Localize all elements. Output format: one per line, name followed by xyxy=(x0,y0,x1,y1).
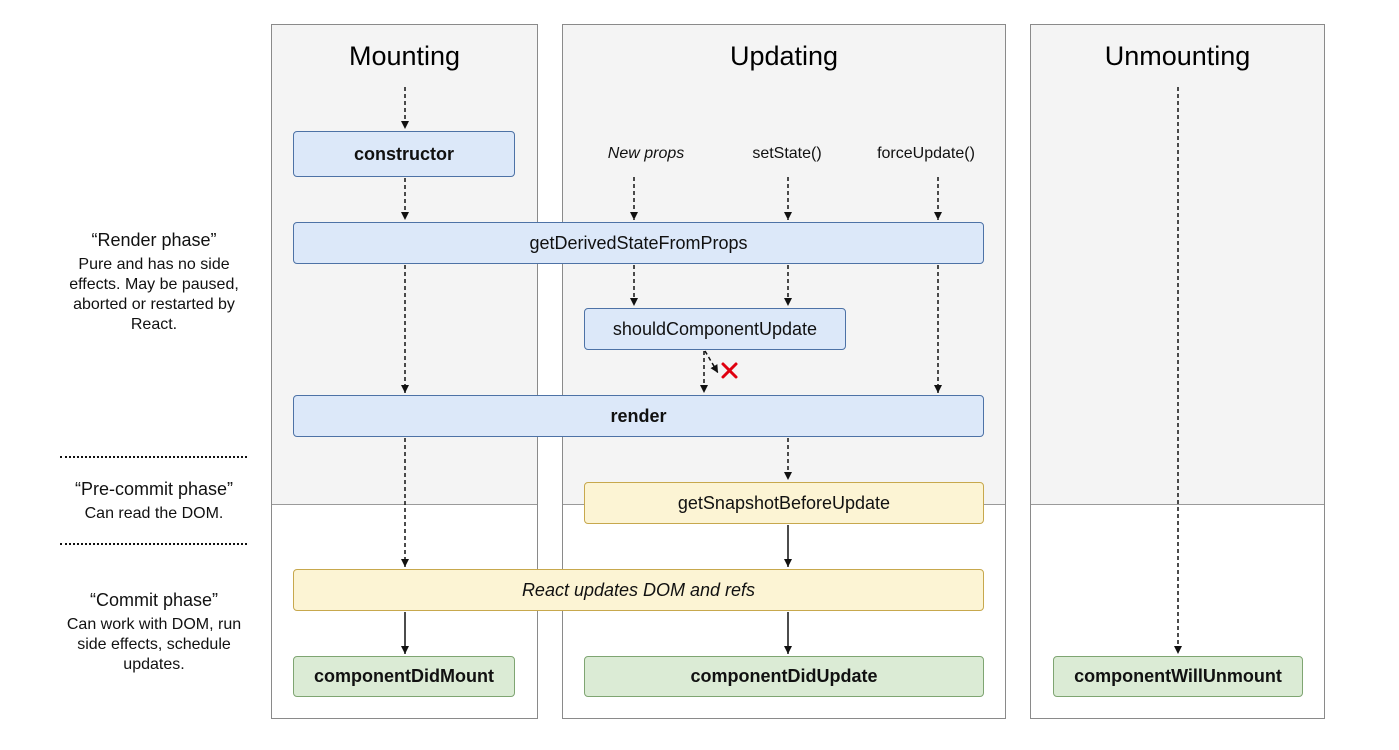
updating-title: Updating xyxy=(729,41,839,71)
mounting-title: Mounting xyxy=(348,41,461,71)
trigger-force-update: forceUpdate() xyxy=(877,145,975,162)
commit-phase-title: “Commit phase” xyxy=(89,590,219,610)
pre-commit-phase-title: “Pre-commit phase” xyxy=(74,479,234,499)
unmounting-column: Unmounting xyxy=(1030,24,1325,719)
updating-column: Updating xyxy=(562,24,1006,719)
render-phase-note: “Render phase” Pure and has no side effe… xyxy=(55,230,253,335)
get-snapshot-before-update-box: getSnapshotBeforeUpdate xyxy=(584,482,984,524)
unmounting-title: Unmounting xyxy=(1104,41,1251,71)
commit-phase-description: Can work with DOM, run side effects, sch… xyxy=(66,616,242,673)
render-phase-title: “Render phase” xyxy=(91,230,217,250)
trigger-set-state: setState() xyxy=(752,145,822,162)
pre-commit-phase-note: “Pre-commit phase” Can read the DOM. xyxy=(55,479,253,524)
component-did-update-box: componentDidUpdate xyxy=(584,656,984,697)
phase-separator-2 xyxy=(60,543,247,545)
component-will-unmount-box: componentWillUnmount xyxy=(1053,656,1303,697)
trigger-new-props: New props xyxy=(607,145,685,162)
render-box: render xyxy=(293,395,984,437)
component-did-mount-box: componentDidMount xyxy=(293,656,515,697)
pre-commit-phase-description: Can read the DOM. xyxy=(84,505,224,522)
react-updates-dom-box: React updates DOM and refs xyxy=(293,569,984,611)
render-phase-description: Pure and has no side effects. May be pau… xyxy=(69,256,239,333)
commit-phase-note: “Commit phase” Can work with DOM, run si… xyxy=(55,590,253,675)
constructor-box: constructor xyxy=(293,131,515,177)
mounting-column: Mounting xyxy=(271,24,538,719)
should-component-update-box: shouldComponentUpdate xyxy=(584,308,846,350)
phase-separator-1 xyxy=(60,456,247,458)
get-derived-state-from-props-box: getDerivedStateFromProps xyxy=(293,222,984,264)
